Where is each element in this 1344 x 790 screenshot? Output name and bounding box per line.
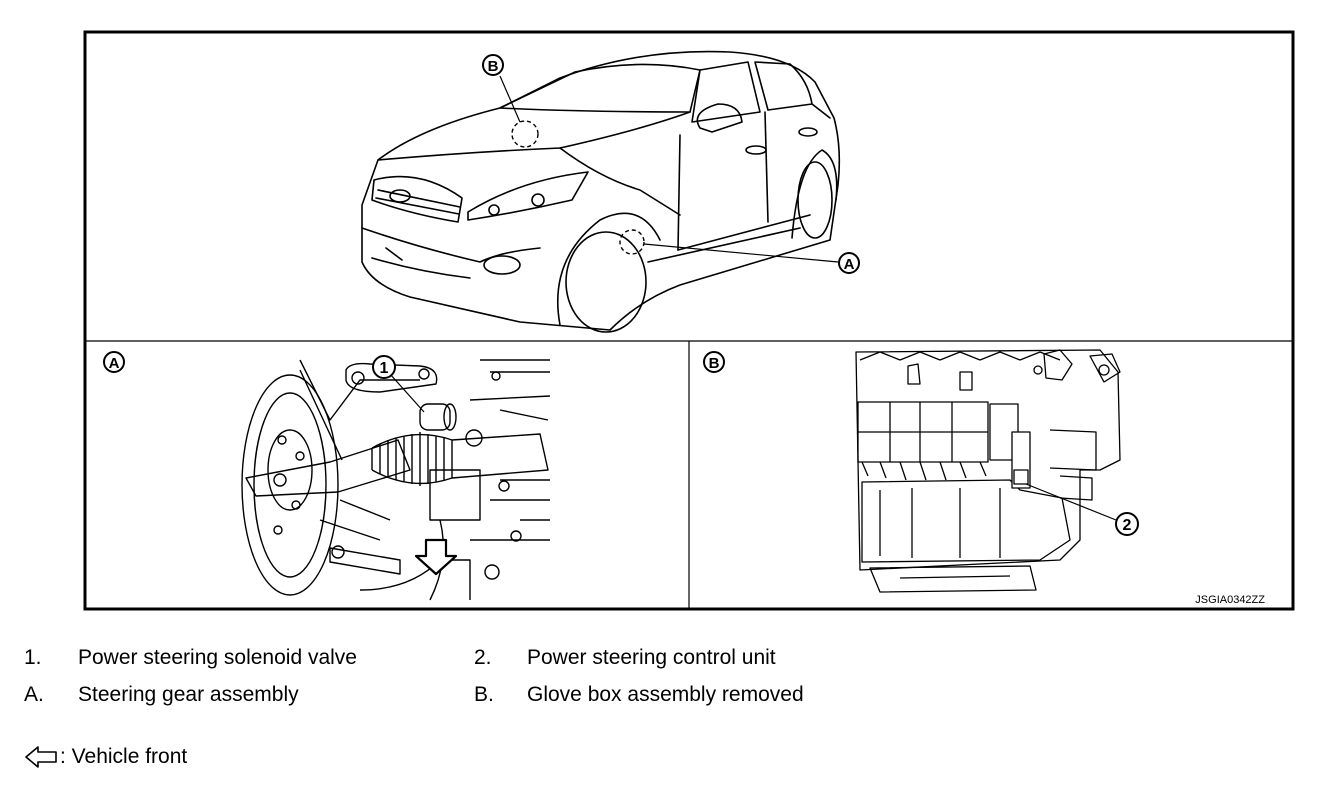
legend-number: A. <box>24 683 44 706</box>
figure-code: JSGIA0342ZZ <box>1195 594 1265 606</box>
vehicle-front-text: : Vehicle front <box>60 745 188 768</box>
panel-B-label: B <box>709 355 720 372</box>
vehicle-front-arrow <box>414 538 458 576</box>
legend-text: Power steering control unit <box>527 646 776 669</box>
callout-2-marker <box>1115 512 1139 536</box>
left-arrow-outline-icon <box>25 746 57 768</box>
legend-number: B. <box>474 683 494 706</box>
callout-2-label: 2 <box>1123 517 1132 534</box>
callout-A-label: A <box>844 256 855 273</box>
legend-text: Glove box assembly removed <box>527 683 804 706</box>
callout-B-label: B <box>488 58 499 75</box>
vehicle-front-note: : Vehicle front <box>24 745 187 769</box>
callout-1-marker <box>372 355 396 379</box>
callout-1-label: 1 <box>380 360 389 377</box>
legend-number: 2. <box>474 646 492 669</box>
control-unit-illustration <box>855 349 1121 593</box>
legend-text: Power steering solenoid valve <box>78 646 357 669</box>
callout-B-marker <box>482 54 504 76</box>
legend-number: 1. <box>24 646 42 669</box>
component-location-diagram: B A A <box>83 30 1295 611</box>
panel-B-marker <box>703 351 725 373</box>
panel-A-label: A <box>109 355 120 372</box>
legend-text: Steering gear assembly <box>78 683 299 706</box>
vehicle-illustration <box>361 50 841 333</box>
panel-A-marker <box>103 351 125 373</box>
callout-A-marker <box>838 252 860 274</box>
steering-gear-illustration <box>241 359 551 601</box>
